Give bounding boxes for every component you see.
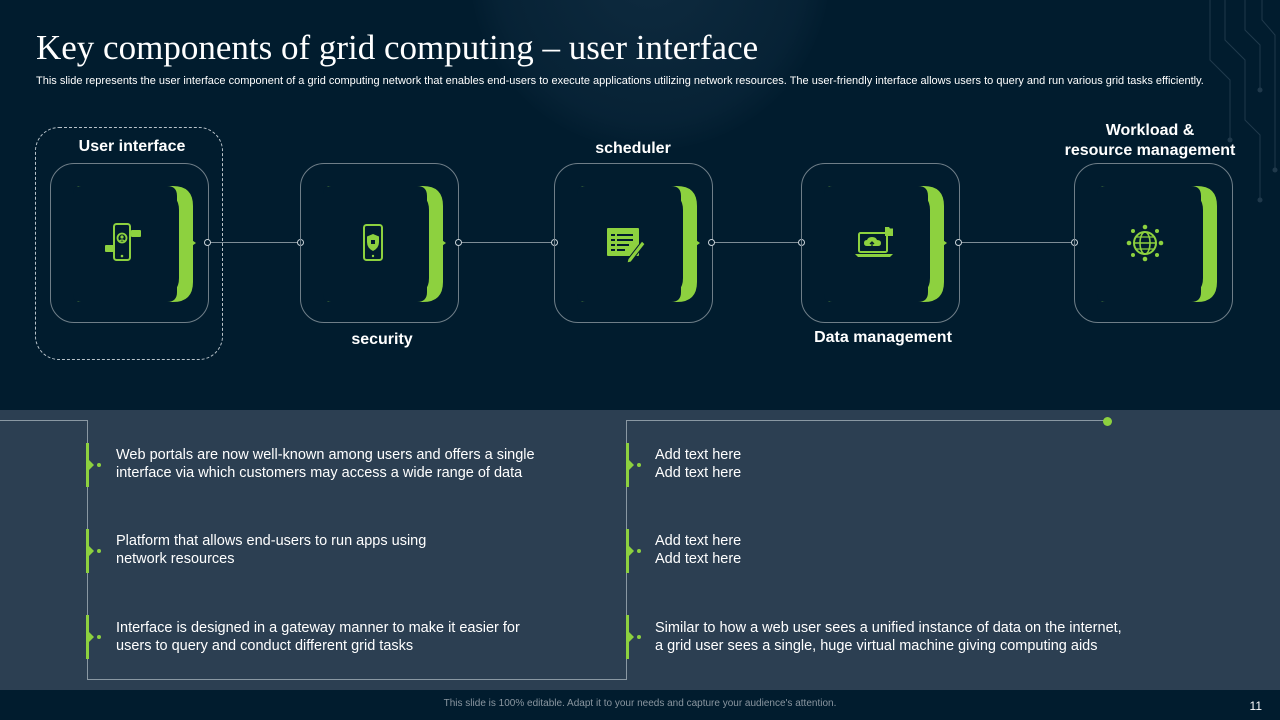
point-line: Add text here (655, 465, 742, 481)
bullet-marker (86, 615, 101, 659)
node-frame (801, 163, 960, 323)
node-label-line: Workload & (1105, 122, 1195, 139)
node-label: Data management (814, 329, 952, 346)
mobile-user-chat-icon (101, 221, 145, 265)
panel-frame-line (626, 420, 1108, 421)
connector-dot (455, 239, 462, 246)
connector-line (208, 242, 301, 243)
panel-frame-line (0, 420, 88, 421)
node-frame (50, 163, 209, 323)
node-frame (300, 163, 459, 323)
slide-subtitle: This slide represents the user interface… (36, 75, 1204, 87)
globe-network-icon (1123, 221, 1167, 265)
node-frame (554, 163, 713, 323)
bullet-marker (86, 443, 101, 487)
point-line: interface via which customers may access… (116, 465, 523, 481)
left-point: Web portals are now well-known among use… (116, 446, 535, 482)
point-line: Add text here (655, 447, 742, 463)
point-line: a grid user sees a single, huge virtual … (655, 638, 1098, 654)
node-frame (1074, 163, 1233, 323)
connector-dot (955, 239, 962, 246)
connector-dot (204, 239, 211, 246)
connector-line (458, 242, 555, 243)
point-line: Similar to how a web user sees a unified… (655, 620, 1122, 636)
node-bracket-shape (73, 186, 196, 302)
node-label: User interface (78, 138, 186, 155)
bullet-marker (626, 443, 641, 487)
node-label: security (351, 331, 413, 348)
right-point: Similar to how a web user sees a unified… (655, 619, 1122, 655)
point-line: Platform that allows end-users to run ap… (116, 533, 427, 549)
connector-line (712, 242, 802, 243)
bullet-marker (86, 529, 101, 573)
circuit-decoration (1209, 0, 1278, 203)
panel-frame-line (87, 679, 627, 680)
right-point: Add text here Add text here (655, 532, 741, 568)
point-line: Interface is designed in a gateway manne… (116, 620, 520, 636)
footer-bar (0, 690, 1280, 720)
left-point: Platform that allows end-users to run ap… (116, 532, 426, 568)
connector-line (959, 242, 1075, 243)
highlight-frame (35, 127, 223, 360)
point-line: network resources (116, 551, 235, 567)
document-pen-icon (603, 221, 647, 265)
point-line: Web portals are now well-known among use… (116, 447, 535, 463)
bullet-marker (626, 529, 641, 573)
footer-note: This slide is 100% editable. Adapt it to… (443, 698, 837, 709)
page-number: 11 (1249, 699, 1262, 713)
node-label: scheduler (595, 140, 671, 157)
right-point: Add text here Add text here (655, 446, 741, 482)
panel-end-dot (1103, 417, 1112, 426)
node-bracket-shape (1097, 186, 1217, 302)
mobile-shield-lock-icon (351, 221, 395, 265)
point-line: Add text here (655, 551, 742, 567)
left-point: Interface is designed in a gateway manne… (116, 619, 520, 655)
slide-title: Key components of grid computing – user … (36, 28, 759, 67)
point-line: users to query and conduct different gri… (116, 638, 414, 654)
laptop-cloud-icon (852, 221, 896, 265)
node-label: Workload & resource management (1058, 121, 1242, 161)
node-label-line: resource management (1064, 142, 1236, 159)
bullet-marker (626, 615, 641, 659)
point-line: Add text here (655, 533, 742, 549)
connector-dot (708, 239, 715, 246)
